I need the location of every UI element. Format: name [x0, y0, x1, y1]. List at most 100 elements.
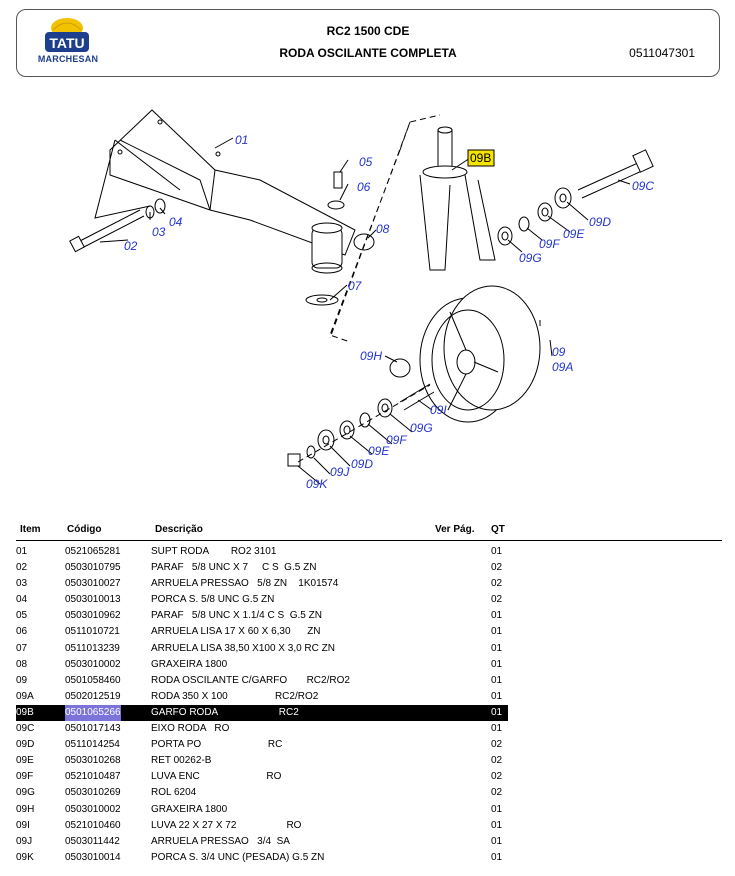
row-item: 02	[16, 562, 28, 574]
label-09B: 09B	[470, 151, 491, 165]
row-qt: 02	[491, 739, 503, 751]
row-desc: RET 00262-B	[151, 755, 212, 767]
row-qt: 02	[491, 787, 503, 799]
row-desc: ARRUELA PRESSAO 5/8 ZN 1K01574	[151, 578, 339, 590]
row-desc: ROL 6204	[151, 787, 197, 799]
col-codigo: Código	[67, 524, 102, 535]
document-header: TATU MARCHESAN RC2 1500 CDE RODA OSCILAN…	[16, 9, 720, 77]
row-qt: 01	[491, 546, 503, 557]
row-item: 09J	[16, 835, 33, 847]
label-02: 02	[124, 239, 138, 253]
row-desc: RODA 350 X 100 RC2/RO2	[151, 690, 319, 702]
row-desc: ARRUELA LISA 17 X 60 X 6,30 ZN	[151, 626, 321, 638]
row-code: 0503010269	[65, 787, 121, 799]
row-code: 0511013239	[65, 642, 120, 654]
row-item: 05	[16, 610, 28, 622]
table-row[interactable]: 09D 0511014254 PORTA PO RC 02	[16, 737, 722, 753]
logo-brand-bottom: MARCHESAN	[37, 54, 99, 64]
row-item: 08	[16, 658, 28, 670]
row-qt: 01	[491, 706, 503, 718]
row-qt: 01	[491, 851, 503, 863]
row-code: 0503010002	[65, 803, 121, 815]
row-qt: 01	[491, 674, 503, 686]
label-01: 01	[235, 133, 248, 147]
row-code: 0503010002	[65, 658, 121, 670]
row-code: 0501017143	[65, 723, 121, 735]
row-item: 01	[16, 546, 28, 557]
row-desc: LUVA ENC RO	[151, 771, 282, 783]
row-desc: PORCA S. 5/8 UNC G.5 ZN	[151, 594, 275, 606]
label-09G-upper: 09G	[519, 251, 542, 265]
row-item: 04	[16, 594, 28, 606]
tatu-marchesan-logo: TATU MARCHESAN	[31, 16, 103, 74]
table-row[interactable]: 09G 0503010269 ROL 6204 02	[16, 785, 722, 801]
row-desc: ARRUELA PRESSAO 3/4 SA	[151, 835, 290, 847]
label-06: 06	[357, 180, 371, 194]
row-code: 0503011442	[65, 835, 120, 847]
row-item: 03	[16, 578, 28, 590]
row-code: 0511014254	[65, 739, 120, 751]
row-qt: 01	[491, 642, 503, 654]
label-09J: 09J	[330, 465, 350, 479]
row-code: 0501058460	[65, 674, 121, 686]
row-desc: PORTA PO RC	[151, 739, 283, 751]
row-item: 09F	[16, 771, 34, 783]
row-item: 09B	[16, 706, 34, 718]
row-qt: 01	[491, 610, 503, 622]
row-code: 0521010460	[65, 819, 121, 831]
row-qt: 02	[491, 578, 503, 590]
row-qt: 02	[491, 755, 503, 767]
label-09I: 09I	[430, 403, 447, 417]
row-code: 0503010795	[65, 562, 121, 574]
row-item: 09G	[16, 787, 35, 799]
row-qt: 02	[491, 562, 503, 574]
row-desc: RODA OSCILANTE C/GARFO RC2/RO2	[151, 674, 350, 686]
row-code: 0503010013	[65, 594, 121, 606]
row-desc: LUVA 22 X 27 X 72 RO	[151, 819, 302, 831]
label-09K: 09K	[306, 477, 328, 491]
row-desc: SUPT RODA RO2 3101	[151, 546, 277, 557]
row-desc: PARAF 5/8 UNC X 7 C S G.5 ZN	[151, 562, 317, 574]
table-row[interactable]: 02 0503010795 PARAF 5/8 UNC X 7 C S G.5 ZN…	[16, 560, 722, 576]
highlight-09B-box	[467, 149, 495, 167]
label-09D-lower: 09D	[351, 457, 373, 471]
label-09F-lower: 09F	[386, 433, 407, 447]
label-08: 08	[376, 222, 390, 236]
row-item: 09H	[16, 803, 35, 815]
row-qt: 02	[491, 771, 503, 783]
row-item: 09D	[16, 739, 35, 751]
row-code: 0521065281	[65, 546, 121, 557]
row-desc: EIXO RODA RO	[151, 723, 230, 735]
table-row[interactable]: 01 0521065281 SUPT RODA RO2 3101 01	[16, 544, 722, 560]
col-descricao: Descrição	[155, 524, 203, 535]
label-05: 05	[359, 155, 373, 169]
row-item: 07	[16, 642, 28, 654]
row-desc: PORCA S. 3/4 UNC (PESADA) G.5 ZN	[151, 851, 325, 863]
selected-code-highlight: 0501065266	[65, 704, 121, 721]
row-qt: 01	[491, 723, 503, 735]
assembly-title: RODA OSCILANTE COMPLETA	[279, 46, 457, 60]
label-04: 04	[169, 215, 183, 229]
label-09D-upper: 09D	[589, 215, 611, 229]
row-code: 0503010962	[65, 610, 121, 622]
col-ver-pag: Ver Pág.	[435, 524, 475, 535]
row-qt: 01	[491, 690, 503, 702]
label-09G-lower: 09G	[410, 421, 433, 435]
row-desc: GRAXEIRA 1800	[151, 803, 228, 815]
